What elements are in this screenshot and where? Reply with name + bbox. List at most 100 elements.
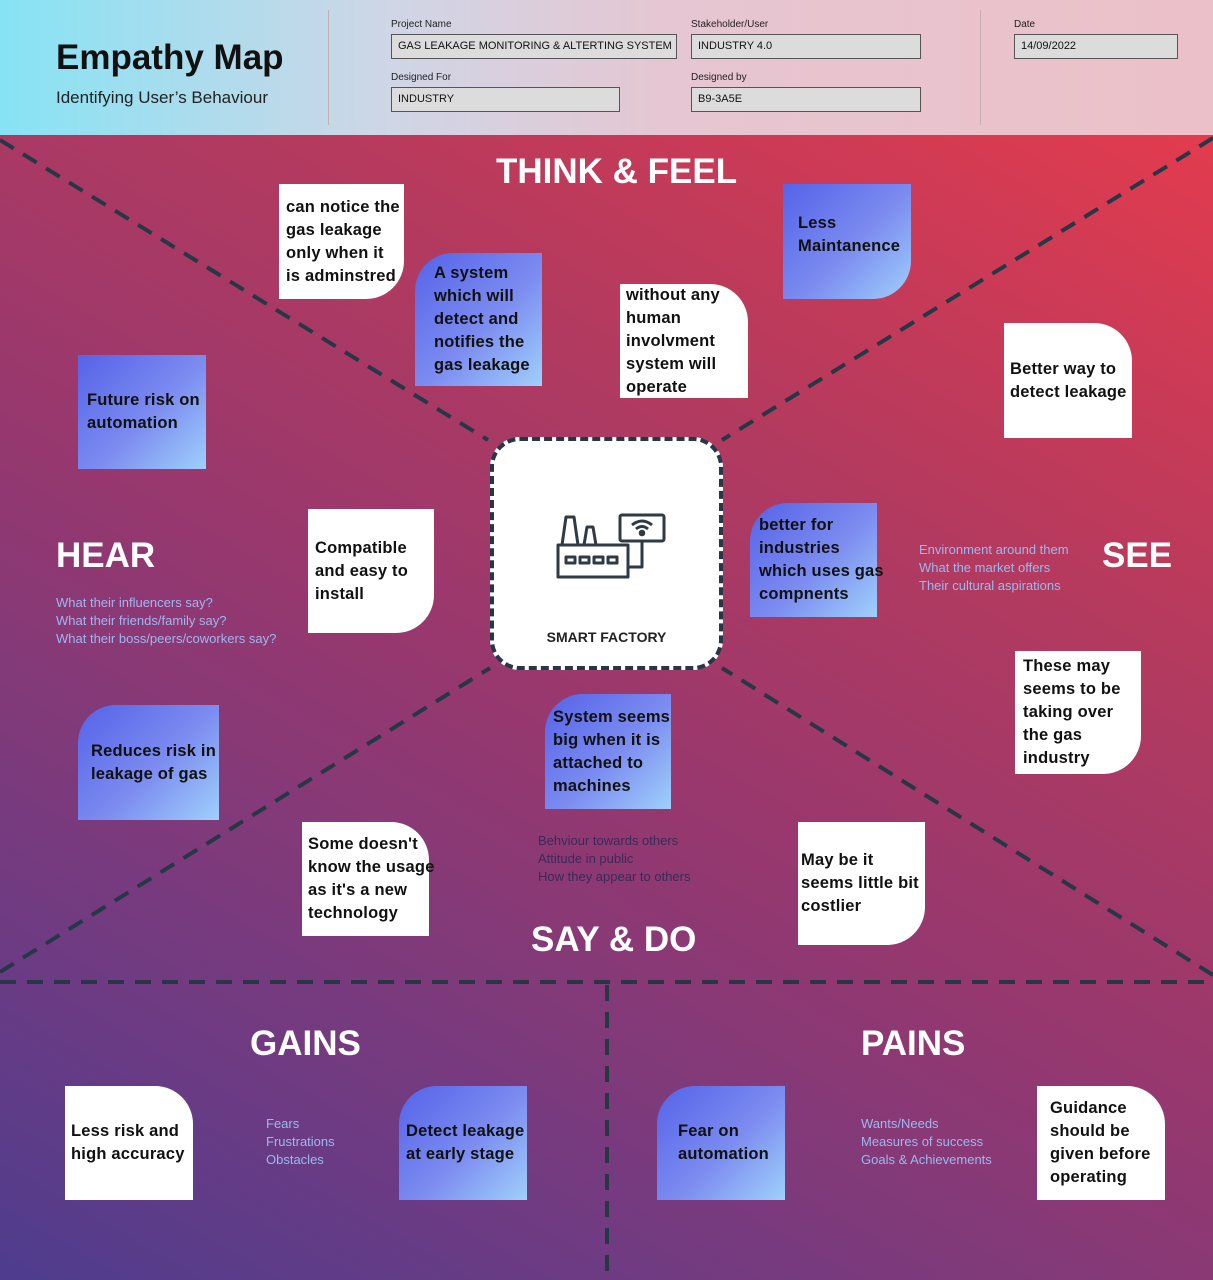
note-line: notifies the [434, 333, 525, 351]
sticky-note[interactable]: Guidance should be given before operatin… [1037, 1086, 1165, 1200]
note-line: install [315, 584, 365, 603]
quadrant-title-say-do: SAY & DO [531, 920, 697, 959]
quadrant-title-think-feel: THINK & FEEL [496, 152, 738, 191]
note-line: Future risk on [87, 391, 200, 409]
note-line: only when it [286, 243, 384, 262]
hint-text: Goals & Achievements [861, 1152, 992, 1167]
sticky-note[interactable]: These may seems to be taking over the ga… [1015, 651, 1141, 774]
note-line: Reduces risk in [91, 741, 216, 760]
stakeholder-field[interactable]: INDUSTRY 4.0 [691, 34, 921, 59]
say-do-hints: Behviour towards others Attitude in publ… [538, 832, 690, 886]
note-line: and easy to [315, 561, 408, 580]
note-line: These may [1023, 657, 1111, 675]
note-line: attached to [553, 753, 644, 772]
center-label: SMART FACTORY [546, 629, 667, 645]
designed-by-label: Designed by [691, 72, 747, 83]
note-line: Some doesn't [308, 835, 418, 853]
note-line: taking over [1023, 703, 1114, 721]
sticky-note[interactable]: Compatible and easy to install [308, 509, 434, 633]
note-line: system will [626, 354, 717, 373]
hint-text: Their cultural aspirations [919, 578, 1061, 593]
sticky-note[interactable]: Some doesn't know the usage as it's a ne… [302, 822, 434, 936]
note-line: Less risk and [71, 1122, 180, 1140]
note-line: seems little bit [801, 874, 919, 892]
hint-text: Wants/Needs [861, 1116, 939, 1131]
note-line: May be it [801, 851, 874, 869]
note-line: Maintanence [798, 237, 901, 255]
hint-text: Environment around them [919, 542, 1069, 557]
sticky-note[interactable]: System seems big when it is attached to … [545, 694, 671, 809]
see-hints: Environment around them What the market … [919, 541, 1069, 595]
pains-hints: Wants/Needs Measures of success Goals & … [861, 1115, 992, 1169]
note-line: machines [553, 776, 631, 795]
note-line: better for [759, 516, 834, 534]
note-line: which will [434, 287, 514, 305]
note-line: is adminstred [286, 266, 396, 285]
hint-text: Behviour towards others [538, 833, 679, 848]
header-divider [328, 10, 329, 125]
note-line: Compatible [315, 538, 407, 557]
sticky-note[interactable]: A system which will detect and notifies … [415, 253, 542, 386]
sticky-note[interactable]: Less risk and high accuracy [65, 1086, 193, 1200]
hear-hints: What their influencers say? What their f… [56, 594, 276, 648]
note-line: high accuracy [71, 1145, 185, 1163]
quadrant-title-gains: GAINS [250, 1024, 361, 1063]
note-line: operating [1050, 1168, 1127, 1186]
hint-text: Fears [266, 1116, 300, 1131]
note-line: Guidance [1050, 1099, 1127, 1117]
note-line: Fear on [678, 1122, 739, 1140]
stakeholder-label: Stakeholder/User [691, 19, 769, 30]
note-line: technology [308, 904, 399, 922]
divider-line [720, 666, 1213, 977]
project-name-field[interactable]: GAS LEAKAGE MONITORING & ALTERTING SYSTE… [391, 34, 677, 59]
sticky-note[interactable]: Better way to detect leakage [1004, 323, 1132, 438]
note-line: which uses gas [759, 562, 884, 580]
sticky-note[interactable]: without any human involvment system will… [620, 284, 748, 398]
note-line: seems to be [1023, 680, 1121, 698]
sticky-note[interactable]: Future risk on automation [78, 355, 206, 469]
date-field[interactable]: 14/09/2022 [1014, 34, 1178, 59]
note-line: A system [434, 264, 509, 282]
note-line: automation [87, 414, 178, 432]
note-line: gas leakage [434, 356, 530, 374]
note-line: detect leakage [1010, 382, 1127, 401]
hint-text: How they appear to others [538, 869, 691, 884]
note-line: automation [678, 1145, 769, 1163]
center-box: SMART FACTORY [490, 437, 723, 670]
hint-text: What their boss/peers/coworkers say? [56, 631, 277, 646]
sticky-note[interactable]: better for industries which uses gas com… [750, 503, 884, 617]
sticky-note[interactable]: Less Maintanence [783, 184, 911, 299]
sticky-note[interactable]: Reduces risk in leakage of gas [78, 705, 219, 820]
note-line: without any [626, 285, 720, 304]
gains-hints: Fears Frustrations Obstacles [266, 1115, 335, 1169]
hint-text: Frustrations [266, 1134, 335, 1149]
sticky-note[interactable]: can notice the gas leakage only when it … [279, 184, 404, 299]
designed-by-field[interactable]: B9-3A5E [691, 87, 921, 112]
note-line: gas leakage [286, 220, 382, 239]
note-line: can notice the [286, 197, 400, 216]
page-subtitle: Identifying User’s Behaviour [56, 88, 268, 107]
note-line: Detect leakage [406, 1122, 525, 1140]
note-line: human [626, 308, 682, 327]
divider-line [0, 138, 490, 442]
hint-text: What the market offers [919, 560, 1051, 575]
sticky-note[interactable]: Detect leakage at early stage [399, 1086, 527, 1200]
factory-icon [556, 513, 666, 579]
designed-for-field[interactable]: INDUSTRY [391, 87, 620, 112]
quadrant-title-hear: HEAR [56, 536, 156, 575]
header: Empathy Map Identifying User’s Behaviour… [0, 0, 1213, 135]
project-name-label: Project Name [391, 19, 452, 30]
note-line: detect and [434, 310, 519, 328]
note-line: leakage of gas [91, 764, 208, 783]
note-line: operate [626, 377, 688, 396]
note-line: as it's a new [308, 881, 408, 899]
sticky-note[interactable]: Fear on automation [657, 1086, 785, 1200]
hint-text: What their friends/family say? [56, 613, 227, 628]
note-line: costlier [801, 897, 862, 915]
note-line: big when it is [553, 730, 661, 749]
hint-text: Measures of success [861, 1134, 984, 1149]
note-line: at early stage [406, 1145, 515, 1163]
note-line: Less [798, 214, 837, 232]
sticky-note[interactable]: May be it seems little bit costlier [798, 822, 925, 945]
